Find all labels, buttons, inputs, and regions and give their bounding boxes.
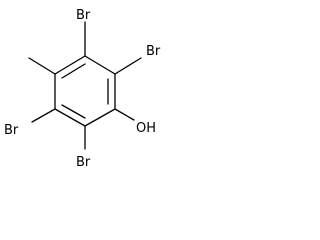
- bond-to-methyl: [28, 57, 56, 75]
- atom-label-br-bottom: Br: [76, 155, 91, 170]
- benzene-ring: [54, 55, 116, 127]
- ring-bond-bottom-left: [54, 108, 86, 127]
- bond-to-br-right: [114, 57, 142, 75]
- bond-to-oh: [114, 108, 135, 121]
- atom-label-br-left: Br: [4, 123, 19, 138]
- ring-bond-top-right: [84, 55, 116, 75]
- bond-to-br-left: [31, 108, 56, 123]
- ring-bond-top-left: [54, 55, 86, 75]
- atom-label-br-right: Br: [146, 44, 161, 59]
- double-bond-inner-top-left: [61, 63, 86, 79]
- structure-diagram: Br Br Br Br OH: [0, 0, 170, 178]
- substituent-bonds: [28, 21, 142, 150]
- molecule-svg: Br Br Br Br OH: [4, 8, 161, 170]
- atom-label-oh: OH: [136, 121, 156, 136]
- double-bond-inner-bottom-left: [61, 104, 86, 119]
- ring-bond-bottom-right: [84, 108, 116, 127]
- atom-label-br-top: Br: [76, 8, 91, 23]
